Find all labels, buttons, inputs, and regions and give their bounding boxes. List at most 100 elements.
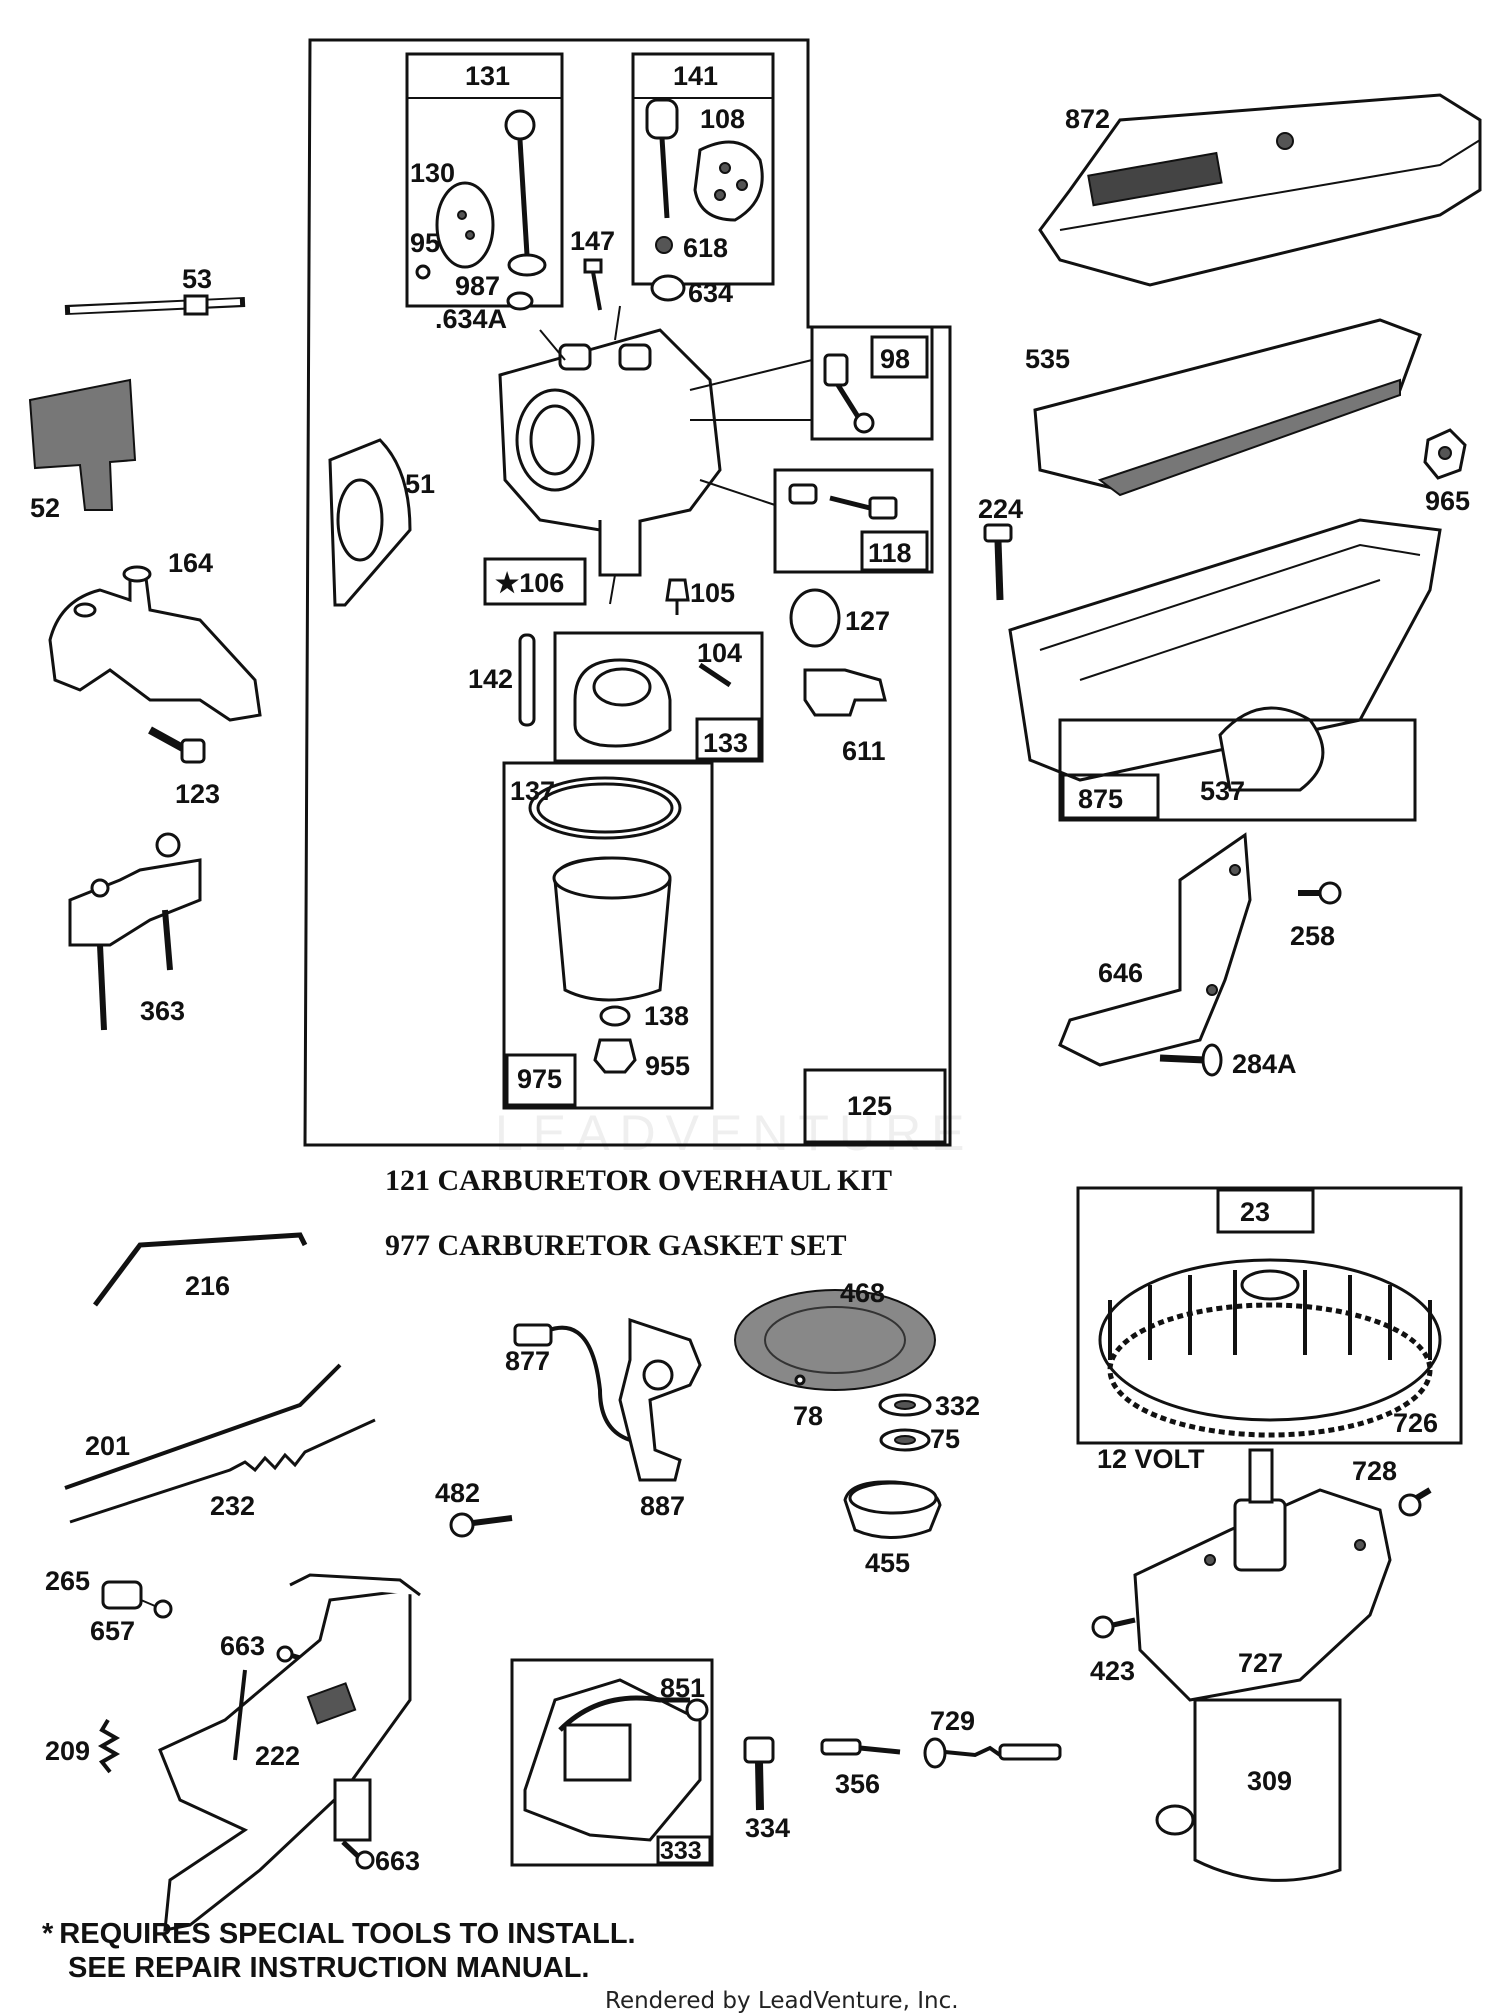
label-309: 309 bbox=[1247, 1766, 1292, 1796]
flywheel-726-part-icon bbox=[1098, 1258, 1442, 1438]
label-224: 224 bbox=[978, 494, 1023, 524]
label-125: 125 bbox=[847, 1091, 892, 1121]
box-975 bbox=[502, 761, 714, 1110]
screen-468-part-icon bbox=[734, 1289, 936, 1391]
flywheel-section: 468 78 332 75 455 23 726 12 VOLT bbox=[734, 1186, 1463, 1578]
label-201: 201 bbox=[85, 1431, 130, 1461]
label-851: 851 bbox=[660, 1673, 705, 1703]
label-118: 118 bbox=[868, 538, 912, 568]
repair-manual-note: SEE REPAIR INSTRUCTION MANUAL. bbox=[68, 1952, 589, 1984]
choke-shaft-part-icon bbox=[415, 109, 547, 311]
label-142: 142 bbox=[468, 664, 513, 694]
ignition-coil-887-part-icon bbox=[513, 1317, 702, 1482]
label-138: 138 bbox=[644, 1001, 689, 1031]
label-75: 75 bbox=[930, 1424, 960, 1454]
filter-element-535-part-icon bbox=[1033, 318, 1422, 497]
box-125 bbox=[803, 1068, 947, 1144]
air-cleaner-cover-872-part-icon bbox=[1038, 93, 1482, 287]
label-334: 334 bbox=[745, 1813, 790, 1843]
air-cleaner-base-875-part-icon bbox=[1008, 518, 1442, 792]
bowl-nut-955-part-icon bbox=[593, 1038, 637, 1074]
label-333: 333 bbox=[660, 1837, 702, 1865]
box-333 bbox=[510, 1658, 714, 1867]
label-12-volt: 12 VOLT bbox=[1097, 1444, 1205, 1474]
label-535: 535 bbox=[1025, 344, 1070, 374]
spring-232-part-icon bbox=[69, 1418, 376, 1524]
rendered-by-footer: Rendered by LeadVenture, Inc. bbox=[605, 1988, 959, 2013]
box-141 bbox=[631, 52, 775, 286]
box-133 bbox=[553, 631, 764, 763]
rod-201-part-icon bbox=[64, 1363, 342, 1490]
label-729: 729 bbox=[930, 1706, 975, 1736]
label-537: 537 bbox=[1200, 776, 1245, 806]
screw-258-part-icon bbox=[1298, 881, 1342, 905]
label-137: 137 bbox=[510, 776, 555, 806]
label-611: 611 bbox=[842, 736, 886, 766]
label-975: 975 bbox=[517, 1064, 562, 1094]
label-332: 332 bbox=[935, 1391, 980, 1421]
label-646: 646 bbox=[1098, 958, 1143, 988]
label-104: 104 bbox=[697, 638, 742, 668]
label-875: 875 bbox=[1078, 784, 1123, 814]
label-872: 872 bbox=[1065, 104, 1110, 134]
label-123: 123 bbox=[175, 779, 220, 809]
label-130: 130 bbox=[410, 158, 455, 188]
box-118 bbox=[773, 468, 934, 574]
armature-section: 851 333 334 bbox=[510, 1658, 790, 1867]
label-363: 363 bbox=[140, 996, 185, 1026]
screw-147-part-icon bbox=[583, 258, 603, 311]
bracket-363-part-icon bbox=[68, 832, 202, 1031]
watermark: LEADVENTURE bbox=[495, 1105, 975, 1161]
ring-127-part-icon bbox=[789, 588, 841, 648]
label-482: 482 bbox=[435, 1478, 480, 1508]
label-965: 965 bbox=[1425, 486, 1470, 516]
elbow-611-part-icon bbox=[803, 668, 887, 717]
label-105: 105 bbox=[690, 578, 735, 608]
bracket-646-part-icon bbox=[1058, 832, 1252, 1067]
label-284a: 284A bbox=[1232, 1049, 1297, 1079]
label-887: 887 bbox=[640, 1491, 685, 1521]
label-727: 727 bbox=[1238, 1648, 1283, 1678]
control-bracket-222-part-icon bbox=[158, 1573, 421, 1932]
screw-123-part-icon bbox=[148, 726, 206, 764]
label-209: 209 bbox=[45, 1736, 90, 1766]
label-657: 657 bbox=[90, 1616, 135, 1646]
label-222: 222 bbox=[255, 1741, 300, 1771]
label-108: 108 bbox=[700, 104, 745, 134]
label-728: 728 bbox=[1352, 1456, 1397, 1486]
label-232: 232 bbox=[210, 1491, 255, 1521]
wire-section: 729 356 bbox=[820, 1706, 1062, 1799]
label-164: 164 bbox=[168, 548, 213, 578]
starter-motor-309-part-icon bbox=[1155, 1448, 1342, 1882]
screw-728-part-icon bbox=[1398, 1487, 1432, 1517]
idle-screw-98-part-icon bbox=[823, 353, 875, 434]
label-258: 258 bbox=[1290, 921, 1335, 951]
label-877: 877 bbox=[505, 1346, 550, 1376]
label-23: 23 bbox=[1240, 1197, 1270, 1227]
label-987: 987 bbox=[455, 271, 500, 301]
label-98: 98 bbox=[880, 344, 910, 374]
pin-142-part-icon bbox=[518, 633, 536, 727]
screw-224-part-icon bbox=[983, 523, 1013, 601]
box-131 bbox=[405, 52, 564, 308]
label-53: 53 bbox=[182, 264, 212, 294]
label-106: ★106 bbox=[495, 568, 564, 598]
box-726 bbox=[1076, 1186, 1463, 1445]
label-131: 131 bbox=[465, 61, 510, 91]
label-133: 133 bbox=[703, 728, 748, 758]
label-265: 265 bbox=[45, 1566, 90, 1596]
starter-bracket-727-part-icon bbox=[1133, 1488, 1392, 1702]
wire-356-part-icon bbox=[820, 1737, 1062, 1769]
label-423: 423 bbox=[1090, 1656, 1135, 1686]
intake-manifold-164-part-icon bbox=[48, 565, 262, 722]
carburetor-kit-outline bbox=[303, 38, 952, 1147]
label-634: 634 bbox=[688, 278, 733, 308]
float-133-part-icon bbox=[573, 658, 732, 748]
armature-851-part-icon bbox=[523, 1678, 709, 1842]
mixture-screw-118-part-icon bbox=[788, 483, 898, 520]
special-tools-note: *REQUIRES SPECIAL TOOLS TO INSTALL. bbox=[42, 1918, 636, 1950]
gasket-52-part-icon bbox=[28, 378, 137, 511]
starter-section: 728 727 309 423 bbox=[1090, 1448, 1432, 1882]
nut-265-part-icon bbox=[101, 1580, 173, 1619]
